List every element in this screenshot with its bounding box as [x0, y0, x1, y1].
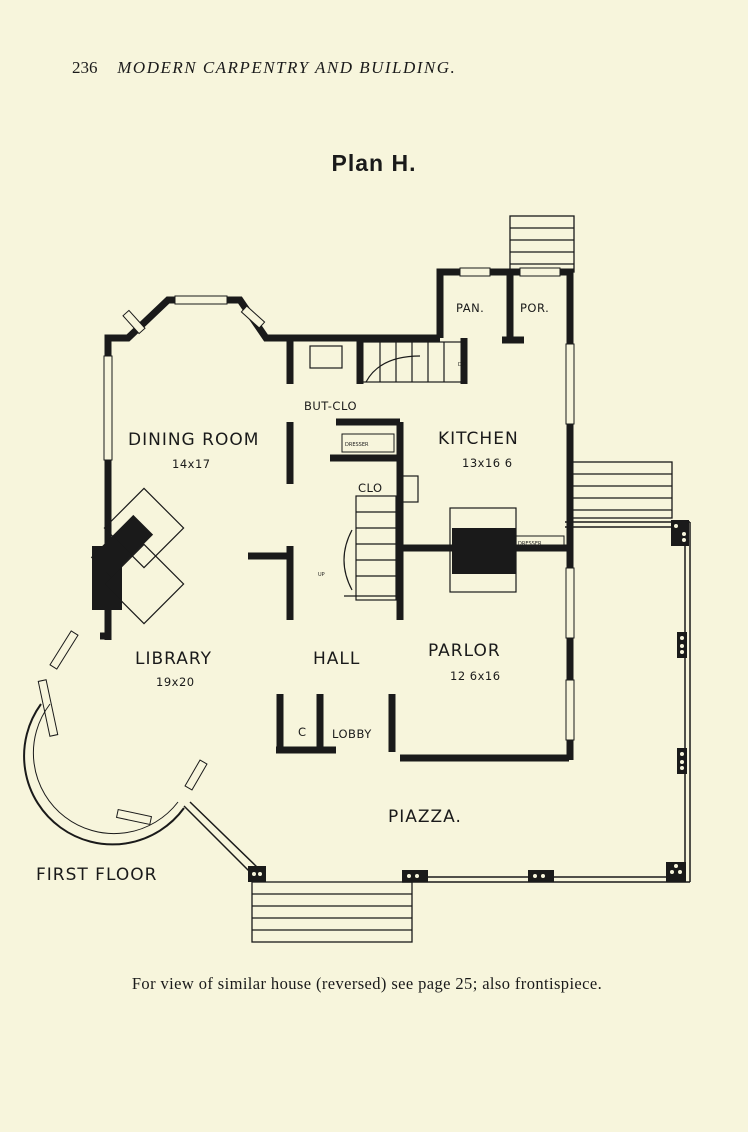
- window-openings: [37, 267, 575, 826]
- stair-dn-label: DN: [458, 362, 466, 368]
- parlor-size: 12 6x16: [450, 669, 501, 683]
- stair-steps: [251, 215, 673, 943]
- hall-label: HALL: [313, 649, 360, 669]
- closet-c-label: C: [298, 725, 307, 739]
- dining-dresser-label: DRESSER: [345, 442, 369, 448]
- kitchen-stair: [309, 341, 465, 383]
- kitchen-dresser-label: DRESSER: [518, 541, 542, 547]
- pantry-label: PAN.: [456, 301, 484, 315]
- dining-room-size: 14x17: [172, 457, 211, 471]
- plan-title: Plan H.: [331, 150, 417, 176]
- dining-room-label: DINING ROOM: [128, 430, 259, 450]
- lobby-label: LOBBY: [332, 727, 372, 741]
- piazza-label: PIAZZA.: [388, 807, 462, 827]
- room-labels: DINING ROOM 14x17 KITCHEN 13x16 6 LIBRAR…: [36, 301, 549, 885]
- kitchen-size: 13x16 6: [462, 456, 513, 470]
- piazza-railing: [183, 521, 691, 883]
- porch-label: POR.: [520, 301, 549, 315]
- hall-stair: [343, 475, 419, 601]
- parlor-label: PARLOR: [428, 641, 501, 661]
- interior-walls: [248, 272, 570, 754]
- chimney-fireplace: [90, 487, 517, 625]
- page-number: 236: [72, 58, 98, 77]
- closet-label: CLO: [358, 481, 383, 495]
- library-label: LIBRARY: [135, 649, 212, 669]
- library-size: 19x20: [156, 675, 195, 689]
- dresser-fixtures: [341, 433, 565, 549]
- figure-caption: For view of similar house (reversed) see…: [131, 974, 603, 993]
- bay-window: [23, 703, 185, 846]
- kitchen-label: KITCHEN: [438, 429, 519, 449]
- stair-up-label: UP: [318, 572, 325, 578]
- running-title: MODERN CARPENTRY AND BUILDING.: [117, 58, 457, 77]
- running-header: 236 MODERN CARPENTRY AND BUILDING.: [72, 58, 632, 78]
- piazza-posts: [248, 520, 689, 882]
- butler-closet-label: BUT-CLO: [304, 399, 357, 413]
- floor-label: FIRST FLOOR: [36, 865, 157, 885]
